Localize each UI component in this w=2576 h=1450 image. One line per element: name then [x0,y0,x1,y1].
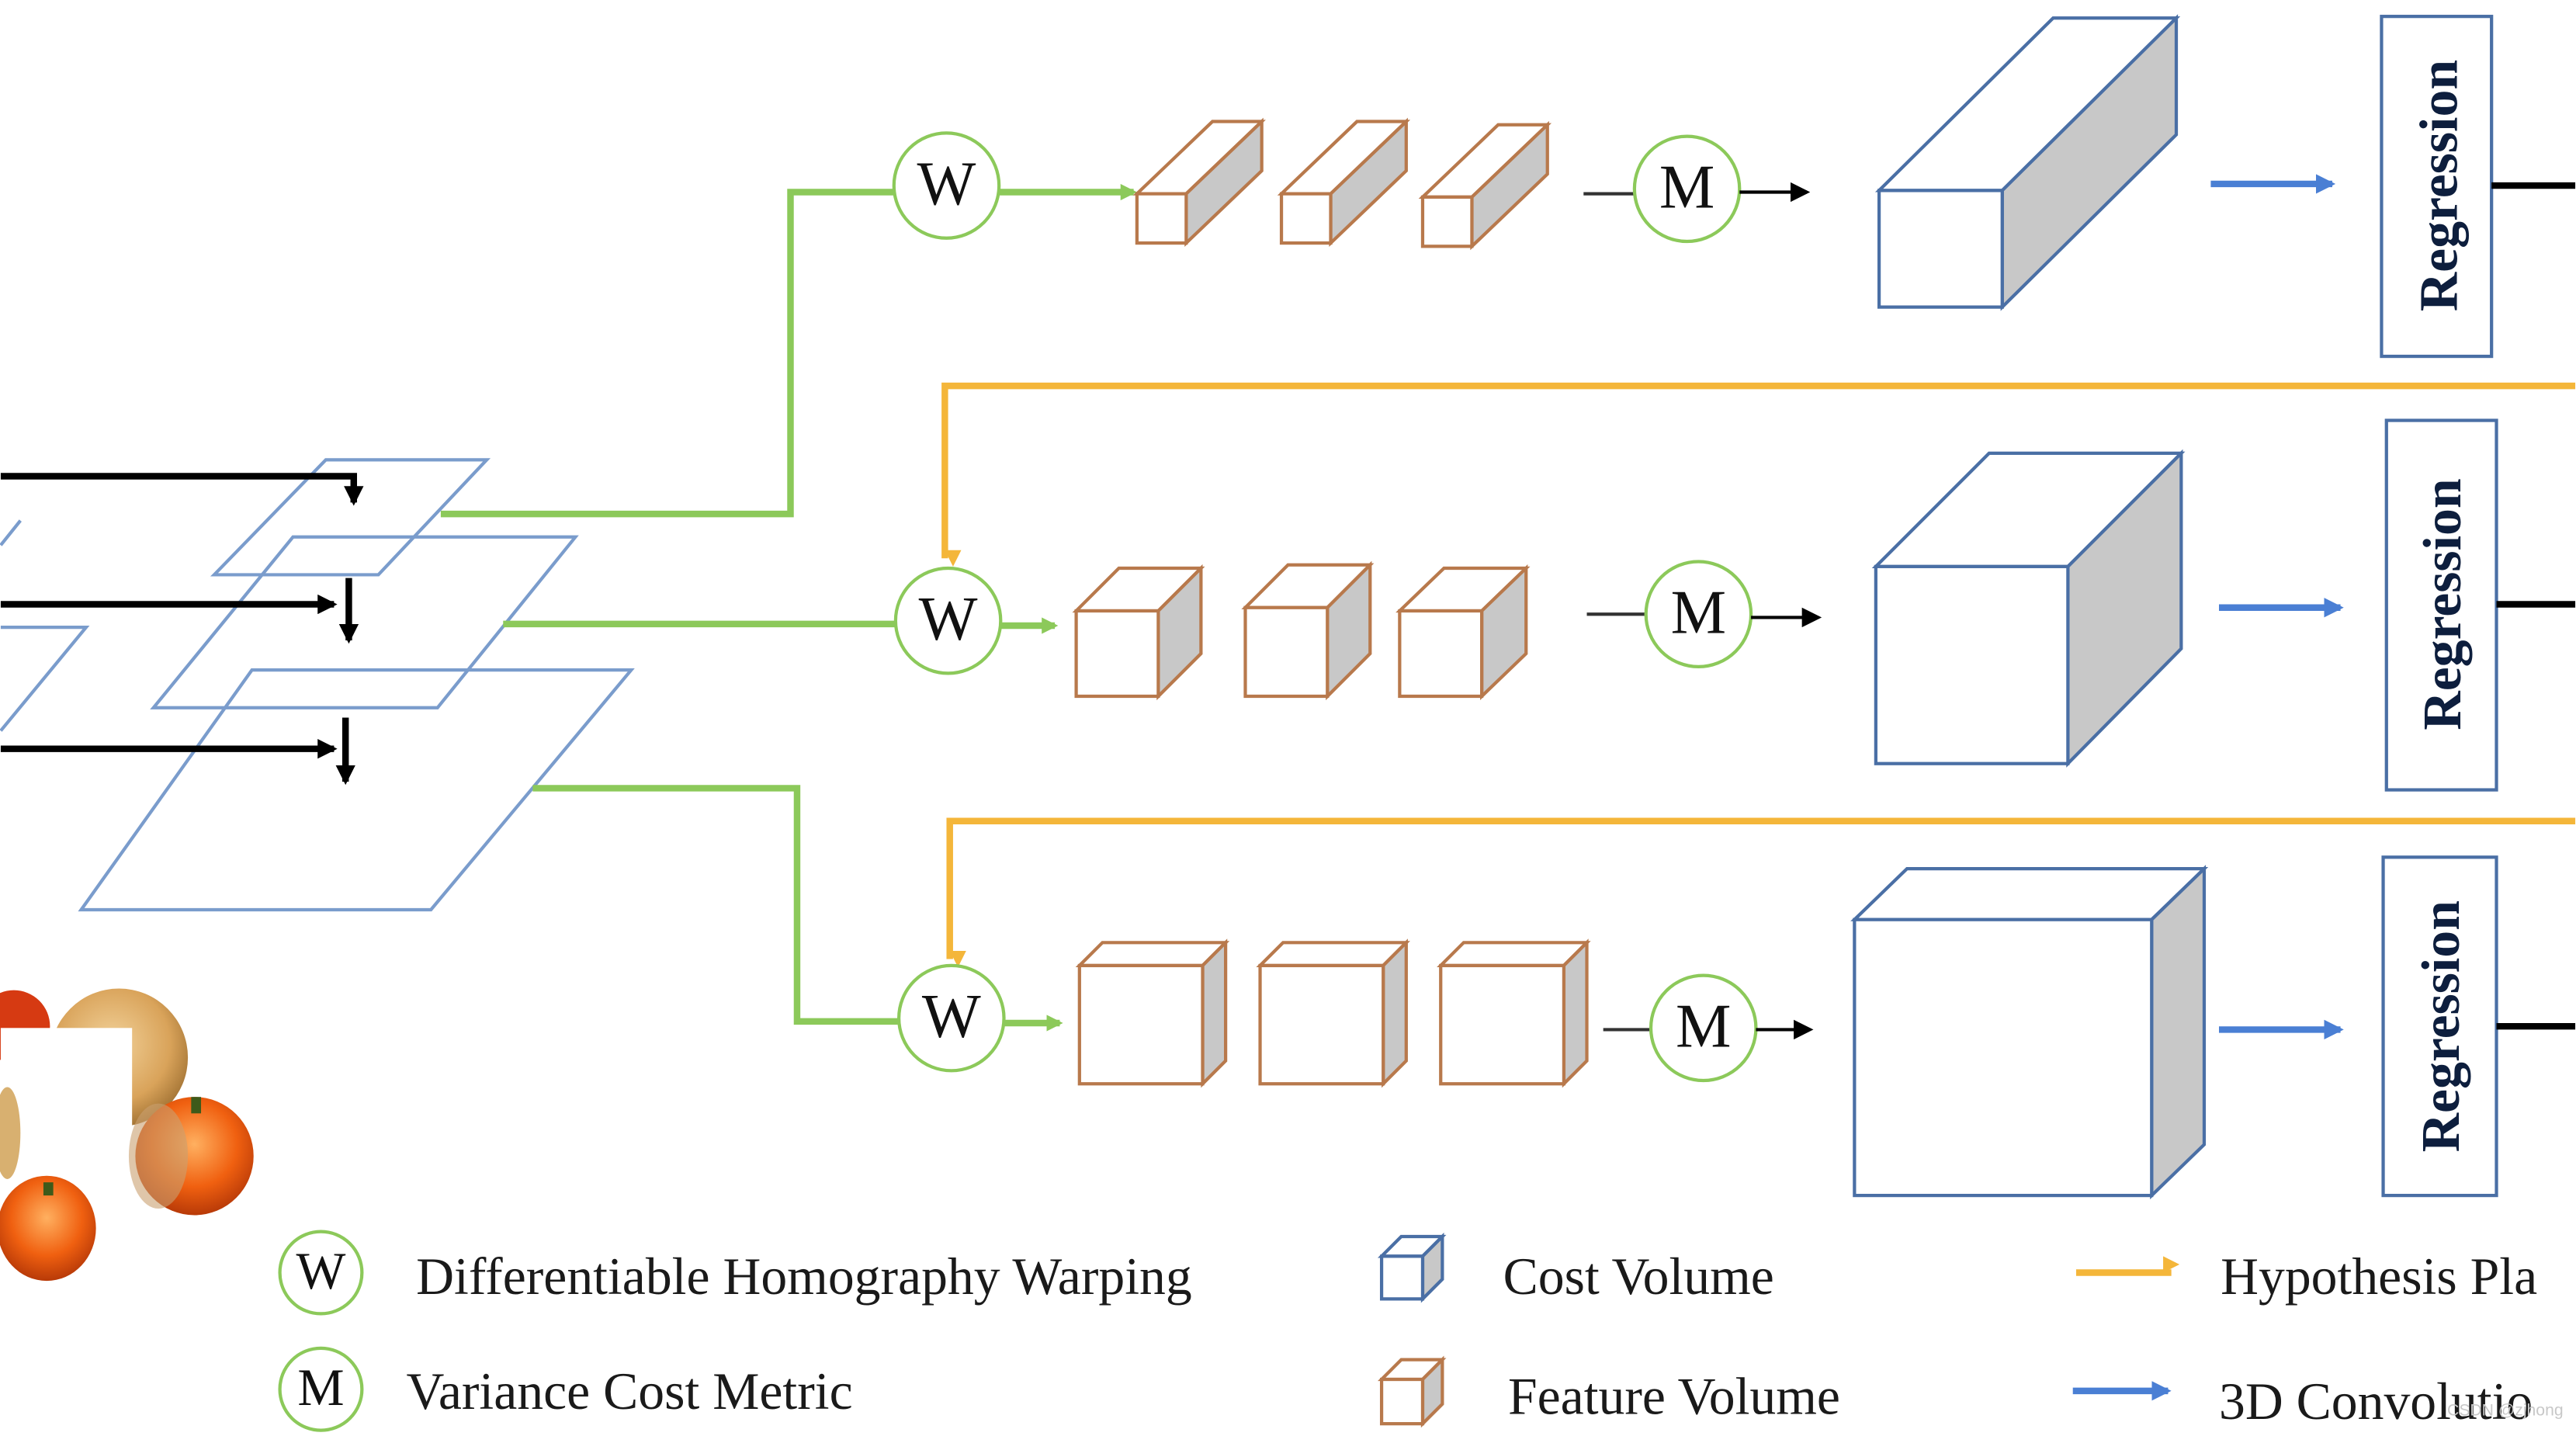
conv3d-arrows [2210,174,2344,1040]
input-arrows [0,473,364,786]
warp-op-label: W [917,149,976,218]
legend-warping: W Differentiable Homography Warping [278,1230,1192,1316]
regression-label: Regression [2410,60,2470,311]
warp-op-1: W [892,131,1001,240]
legend: W Differentiable Homography Warping M Va… [278,1230,2537,1432]
warp-op-label: W [922,982,981,1051]
warp-op-3: W [897,963,1006,1073]
metric-op-1: M [1583,134,1811,244]
legend-feature-volume: Feature Volume [1377,1355,1840,1428]
metric-op-2: M [1586,560,1822,669]
regression-box-2: Regression [2384,418,2498,792]
legend-cost-volume: Cost Volume [1377,1232,1774,1306]
metric-op-label: M [1671,578,1726,647]
feature-volumes-row-1 [1132,117,1552,251]
cost-volume-1 [1874,14,2181,311]
metric-op-label: M [1659,153,1714,222]
regression-box-3: Regression [2381,855,2498,1198]
legend-conv3d: 3D Convolutio [2072,1372,2533,1431]
cost-volume-2 [1871,449,2186,768]
legend-warp-symbol: W [296,1242,346,1300]
warp-op-label: W [919,585,978,654]
legend-metric: M Variance Cost Metric [278,1346,853,1432]
input-image-thumbnail [0,988,254,1291]
legend-hypothesis: Hypothesis Pla [2075,1247,2537,1306]
regression-outputs [2491,182,2576,1030]
hypothesis-plane-lines [941,382,2576,968]
legend-metric-label: Variance Cost Metric [406,1362,852,1421]
cost-volume-3 [1850,865,2209,1200]
feature-volumes-row-3 [1075,938,1591,1088]
legend-conv3d-label: 3D Convolutio [2219,1372,2533,1431]
legend-cost-volume-label: Cost Volume [1503,1247,1774,1306]
regression-label: Regression [2411,900,2471,1152]
metric-op-3: M [1603,973,1814,1083]
watermark: CSDN @zjhong [2447,1402,2564,1420]
warp-op-2: W [893,566,1003,675]
regression-box-1: Regression [2380,15,2494,359]
legend-hypothesis-label: Hypothesis Pla [2221,1247,2537,1306]
feature-pyramid-planes [0,458,635,912]
metric-op-label: M [1676,992,1731,1061]
legend-warping-label: Differentiable Homography Warping [416,1247,1192,1306]
green-route-lines [440,183,1137,1032]
feature-volumes-row-2 [1072,560,1531,701]
legend-metric-symbol: M [297,1358,344,1417]
legend-feature-volume-label: Feature Volume [1508,1367,1840,1425]
regression-label: Regression [2413,478,2473,730]
